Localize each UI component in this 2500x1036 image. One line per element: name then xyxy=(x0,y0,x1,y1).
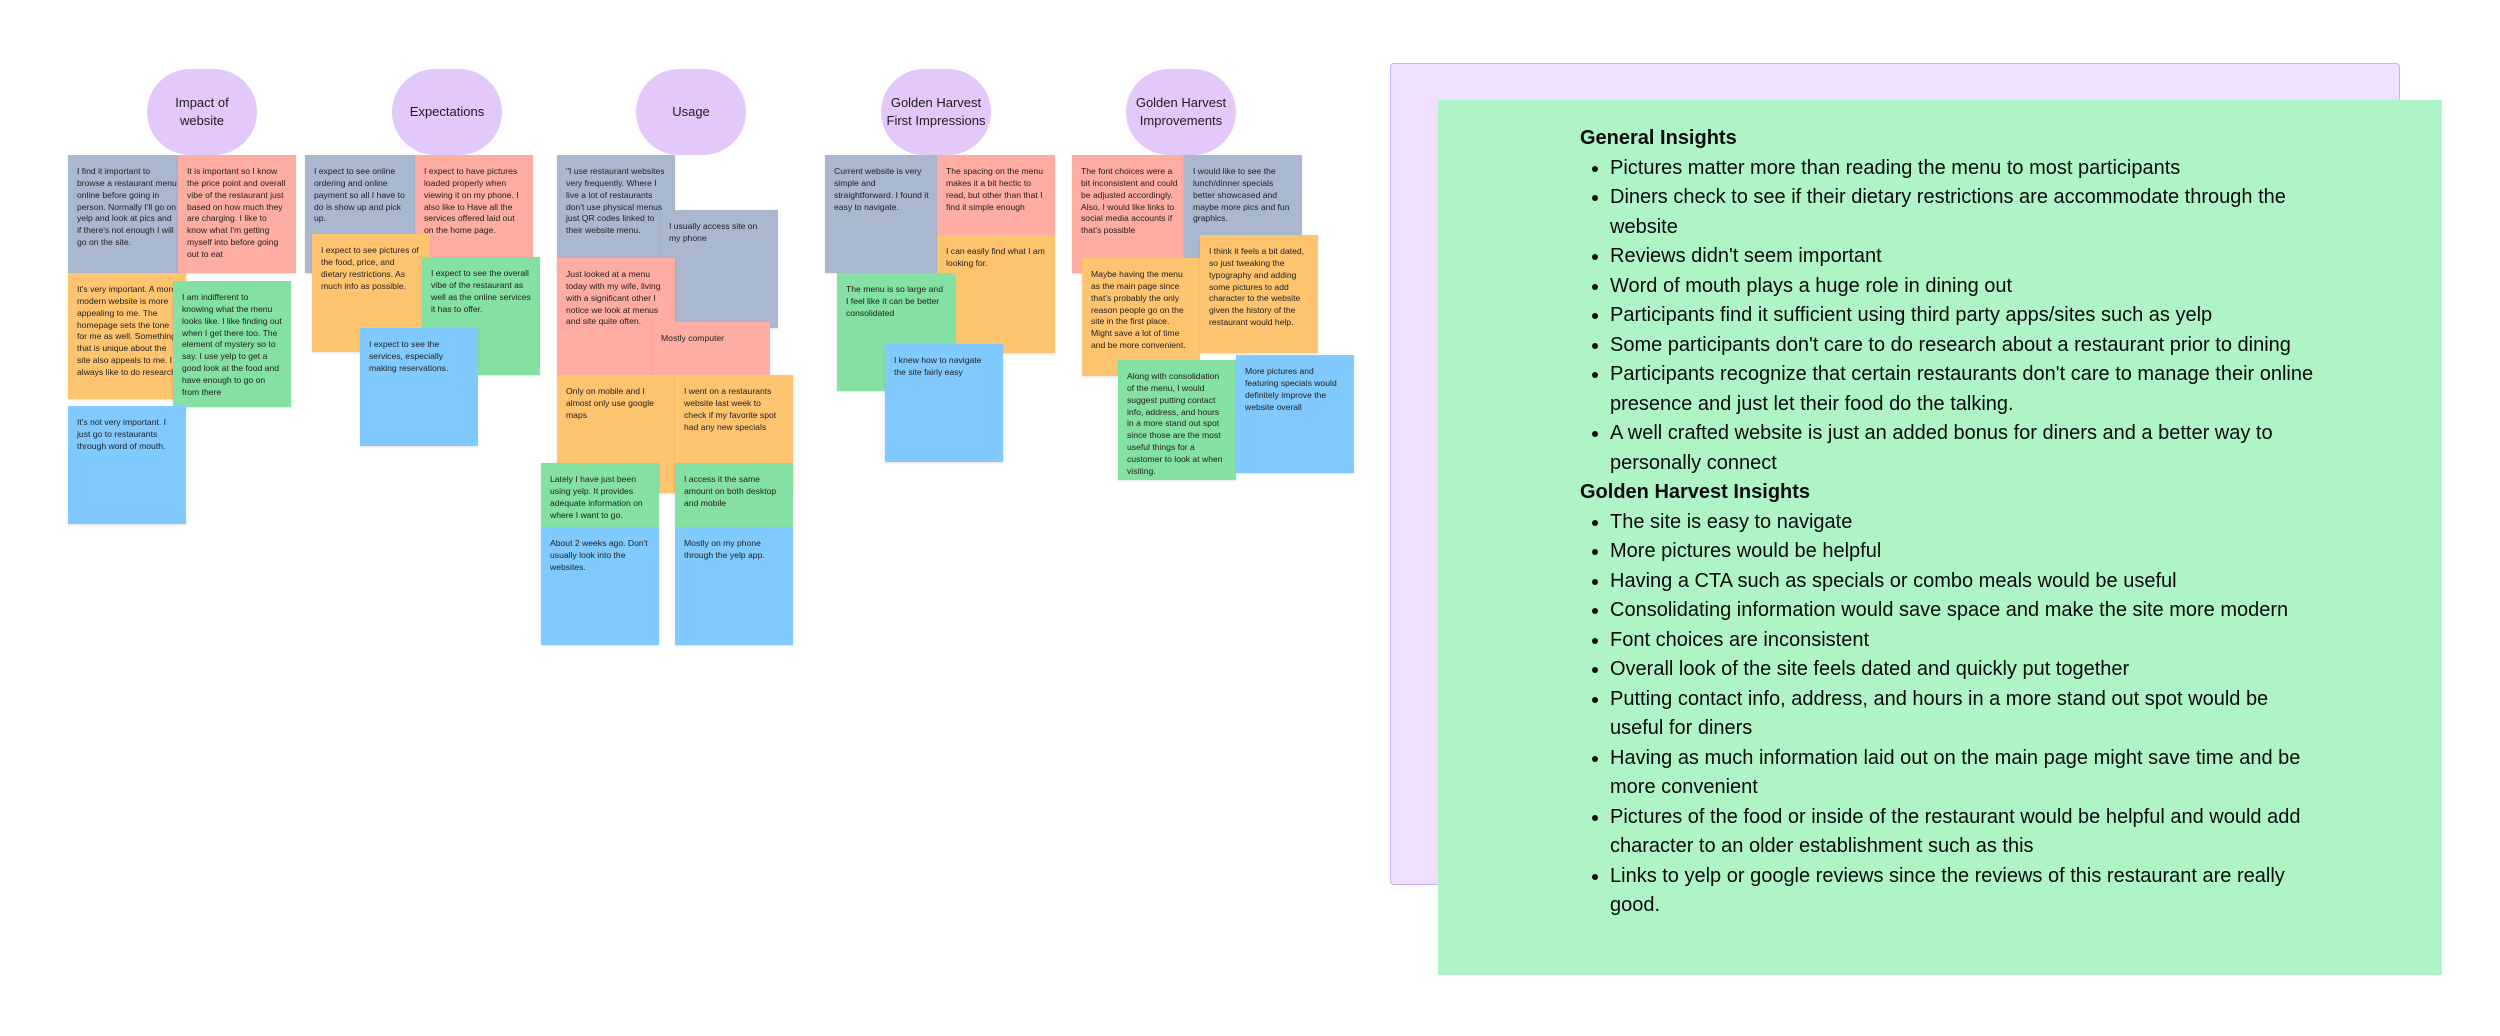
list-item: Participants find it sufficient using th… xyxy=(1610,301,2320,331)
general-insights-title: General Insights xyxy=(1580,127,1737,149)
sticky-note[interactable]: Lately I have just been using yelp. It p… xyxy=(541,463,659,527)
sticky-note[interactable]: I usually access site on my phone xyxy=(660,210,778,328)
sticky-note[interactable]: Mostly on my phone through the yelp app. xyxy=(675,527,793,645)
sticky-note[interactable]: Mostly computer xyxy=(652,322,770,382)
sticky-note[interactable]: More pictures and featuring specials wou… xyxy=(1236,355,1354,473)
sticky-note[interactable]: I think it feels a bit dated, so just tw… xyxy=(1200,235,1318,353)
sticky-note[interactable]: I access it the same amount on both desk… xyxy=(675,463,793,527)
general-insights-list: Pictures matter more than reading the me… xyxy=(1580,154,2320,479)
list-item: Overall look of the site feels dated and… xyxy=(1610,655,2320,685)
sticky-note[interactable]: Maybe having the menu as the main page s… xyxy=(1082,258,1200,376)
list-item: Having as much information laid out on t… xyxy=(1610,744,2320,803)
list-item: Consolidating information would save spa… xyxy=(1610,596,2320,626)
list-item: Some participants don't care to do resea… xyxy=(1610,331,2320,361)
sticky-note[interactable]: Current website is very simple and strai… xyxy=(825,155,943,273)
list-item: A well crafted website is just an added … xyxy=(1610,419,2320,478)
list-item: Diners check to see if their dietary res… xyxy=(1610,183,2320,242)
sticky-note[interactable]: It is important so I know the price poin… xyxy=(178,155,296,273)
header-usage[interactable]: Usage xyxy=(636,69,746,155)
header-impact-of-website[interactable]: Impact of website xyxy=(147,69,257,155)
sticky-note[interactable]: It's very important. A more modern websi… xyxy=(68,273,186,399)
list-item: Pictures matter more than reading the me… xyxy=(1610,154,2320,184)
list-item: More pictures would be helpful xyxy=(1610,537,2320,567)
header-expectations[interactable]: Expectations xyxy=(392,69,502,155)
sticky-note[interactable]: It's not very important. I just go to re… xyxy=(68,406,186,524)
golden-harvest-insights-list: The site is easy to navigate More pictur… xyxy=(1580,508,2320,921)
list-item: Reviews didn't seem important xyxy=(1610,242,2320,272)
sticky-note[interactable]: Along with consolidation of the menu, I … xyxy=(1118,360,1236,480)
sticky-note[interactable]: "I use restaurant websites very frequent… xyxy=(557,155,675,273)
sticky-note[interactable]: I am indifferent to knowing what the men… xyxy=(173,281,291,407)
golden-harvest-insights-title: Golden Harvest Insights xyxy=(1580,481,1811,503)
list-item: The site is easy to navigate xyxy=(1610,508,2320,538)
sticky-note[interactable]: I expect to see the services, especially… xyxy=(360,328,478,446)
list-item: Font choices are inconsistent xyxy=(1610,626,2320,656)
sticky-note[interactable]: I find it important to browse a restaura… xyxy=(68,155,186,273)
insights-card[interactable]: General Insights Pictures matter more th… xyxy=(1438,100,2442,975)
sticky-note[interactable]: About 2 weeks ago. Don't usually look in… xyxy=(541,527,659,645)
list-item: Having a CTA such as specials or combo m… xyxy=(1610,567,2320,597)
header-gh-improvements[interactable]: Golden Harvest Improvements xyxy=(1126,69,1236,155)
header-gh-first-impressions[interactable]: Golden Harvest First Impressions xyxy=(881,69,991,155)
list-item: Putting contact info, address, and hours… xyxy=(1610,685,2320,744)
list-item: Participants recognize that certain rest… xyxy=(1610,360,2320,419)
sticky-note[interactable]: I can easily find what I am looking for. xyxy=(937,235,1055,353)
list-item: Links to yelp or google reviews since th… xyxy=(1610,862,2320,921)
sticky-note[interactable]: The spacing on the menu makes it a bit h… xyxy=(937,155,1055,237)
sticky-note[interactable]: The font choices were a bit inconsistent… xyxy=(1072,155,1190,273)
sticky-note[interactable]: I expect to have pictures loaded properl… xyxy=(415,155,533,273)
sticky-note[interactable]: I knew how to navigate the site fairly e… xyxy=(885,344,1003,462)
insights-content: General Insights Pictures matter more th… xyxy=(1580,124,2320,921)
list-item: Pictures of the food or inside of the re… xyxy=(1610,803,2320,862)
list-item: Word of mouth plays a huge role in dinin… xyxy=(1610,272,2320,302)
